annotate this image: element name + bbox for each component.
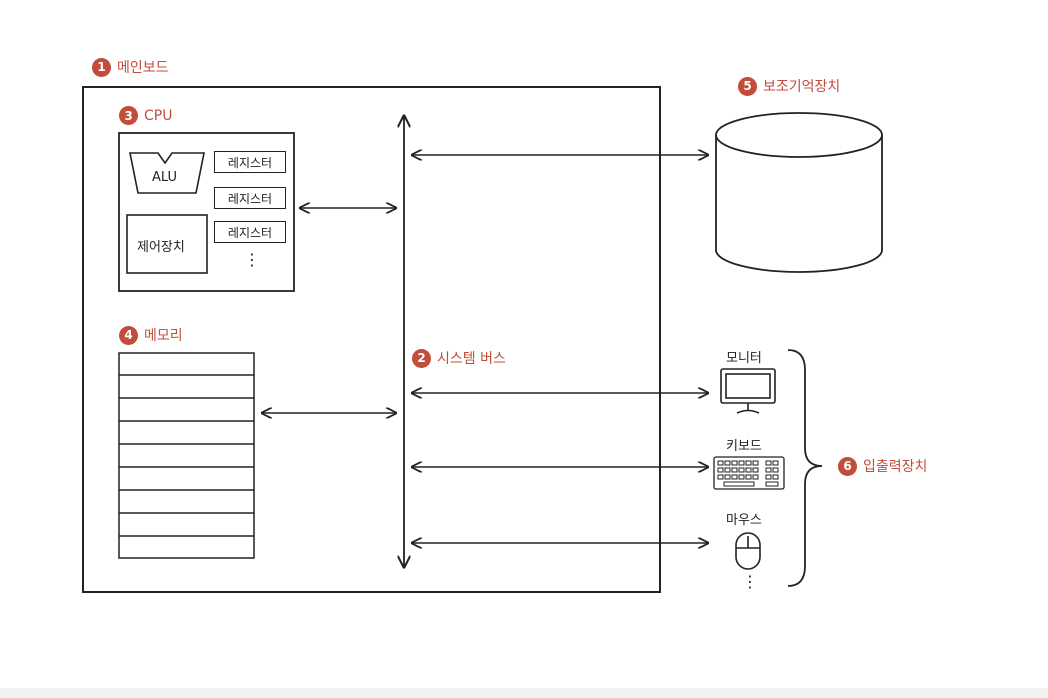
mainboard-number-badge: 1 [92, 57, 111, 77]
bottom-strip [0, 688, 1048, 698]
cpu-label: 3 CPU [119, 106, 172, 125]
memory-label-text: 메모리 [144, 328, 183, 344]
register-more-dots: ⋮ [244, 250, 260, 269]
mouse-icon [735, 532, 761, 570]
register-2: 레지스터 [214, 187, 286, 209]
monitor-icon [720, 368, 776, 414]
system-bus-label-text: 시스템 버스 [437, 351, 506, 367]
monitor-label: 모니터 [726, 351, 762, 366]
memory-label: 4 메모리 [119, 325, 183, 345]
io-label: 6 입출력장치 [838, 456, 927, 476]
system-bus-label: 2 시스템 버스 [412, 348, 506, 368]
mainboard-label: 1 메인보드 [92, 57, 169, 77]
memory-stack [118, 352, 255, 559]
memory-number-badge: 4 [119, 325, 138, 345]
keyboard-icon [713, 456, 785, 490]
io-more-dots: ⋮ [742, 572, 758, 591]
register-3: 레지스터 [214, 221, 286, 243]
alu-label: ALU [152, 170, 178, 185]
io-label-text: 입출력장치 [863, 459, 928, 475]
system-bus-number-badge: 2 [412, 348, 431, 368]
mouse-label: 마우스 [726, 513, 762, 528]
storage-label: 5 보조기억장치 [738, 76, 840, 96]
storage-number-badge: 5 [738, 76, 757, 96]
alu-shape [129, 152, 205, 194]
cpu-box [118, 132, 295, 292]
register-1: 레지스터 [214, 151, 286, 173]
cpu-label-text: CPU [144, 107, 173, 124]
storage-cylinder-icon [715, 112, 883, 273]
keyboard-label: 키보드 [726, 439, 762, 454]
mainboard-box [82, 86, 661, 593]
cpu-number-badge: 3 [119, 106, 138, 125]
io-brace [787, 349, 823, 587]
io-number-badge: 6 [838, 456, 857, 476]
control-unit-label: 제어장치 [137, 240, 185, 255]
storage-label-text: 보조기억장치 [763, 79, 841, 95]
control-unit-box [126, 214, 208, 274]
mainboard-label-text: 메인보드 [117, 60, 169, 76]
